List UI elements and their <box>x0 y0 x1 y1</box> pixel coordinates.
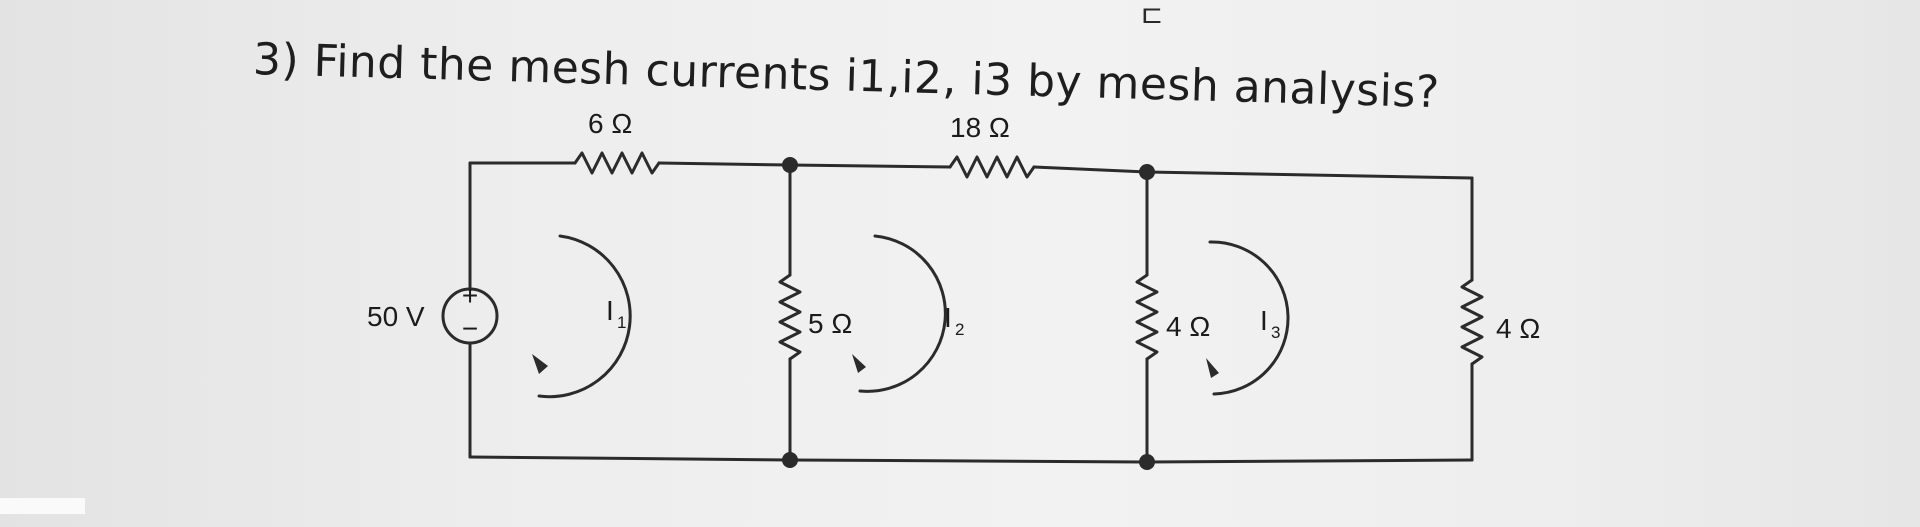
mesh-label-i2: I <box>944 302 952 333</box>
mesh-arrowhead-1-icon <box>532 354 548 374</box>
source-minus: − <box>462 313 478 344</box>
mesh-arrow-3-icon <box>1208 240 1290 396</box>
mesh-arrowhead-3-icon <box>1206 358 1219 378</box>
label-5ohm: 5 Ω <box>808 308 852 339</box>
junction-dot <box>1139 454 1155 470</box>
label-6ohm: 6 Ω <box>588 108 632 139</box>
resistor-right-4ohm <box>1460 278 1484 366</box>
mesh-arrow-2-icon <box>858 234 947 393</box>
mesh-label-i3: I <box>1260 305 1268 336</box>
mesh-label-i3-sub: 3 <box>1271 323 1280 342</box>
resistor-5ohm <box>778 273 802 361</box>
junction-dot <box>1139 164 1155 180</box>
wire-top-2 <box>657 161 952 169</box>
source-plus: + <box>462 280 478 311</box>
top-mark: ㄷ <box>1138 0 1166 35</box>
mesh-arrow-1-icon <box>537 234 632 399</box>
wire-top-3 <box>1032 165 1474 180</box>
label-50v: 50 V <box>367 301 425 332</box>
mesh-label-i2-sub: 2 <box>955 320 964 339</box>
voltage-source-icon <box>441 287 499 345</box>
resistor-4ohm <box>1135 273 1159 361</box>
wire-bottom <box>468 455 1474 464</box>
junction-dot <box>782 452 798 468</box>
junction-dot <box>782 157 798 173</box>
label-4ohm-right: 4 Ω <box>1496 313 1540 344</box>
resistor-18ohm <box>948 155 1036 179</box>
mesh-label-i1: I <box>606 295 614 326</box>
label-4ohm-middle: 4 Ω <box>1166 311 1210 342</box>
label-18ohm: 18 Ω <box>950 112 1010 143</box>
light-glare <box>0 498 85 514</box>
resistor-6ohm <box>573 151 661 175</box>
mesh-arrowhead-2-icon <box>852 354 866 373</box>
mesh-label-i1-sub: 1 <box>617 313 626 332</box>
